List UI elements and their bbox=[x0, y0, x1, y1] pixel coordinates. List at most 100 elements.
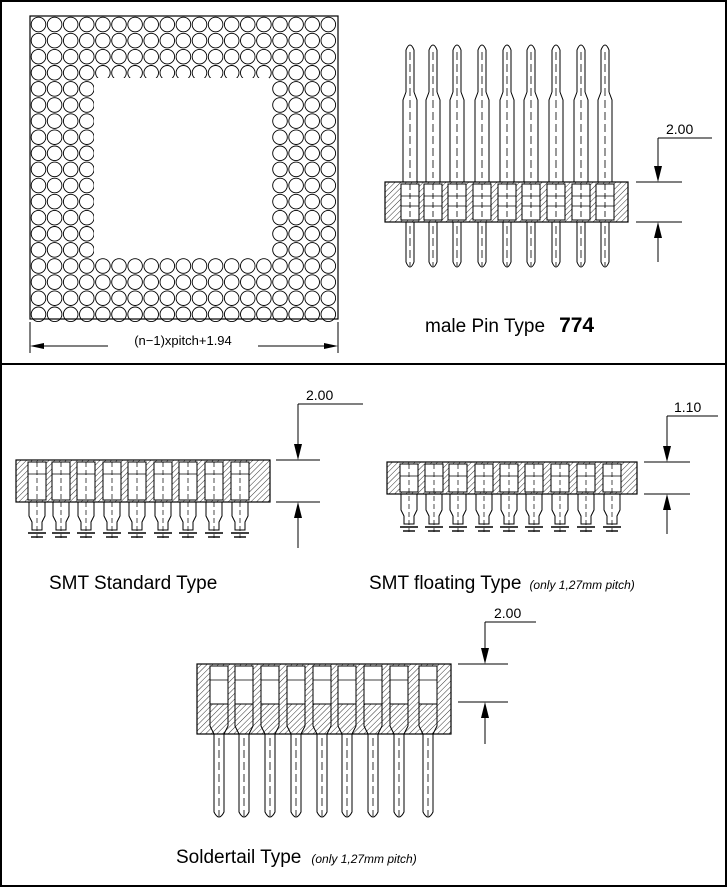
grid-hole bbox=[30, 306, 47, 323]
grid-hole bbox=[191, 32, 208, 49]
smt-floating-caption-text: SMT floating Type bbox=[369, 573, 521, 594]
soldertail-cell bbox=[418, 665, 438, 705]
grid-hole bbox=[320, 209, 337, 226]
grid-hole bbox=[159, 16, 176, 33]
grid-hole bbox=[272, 177, 288, 194]
soldertail-cell-taper bbox=[363, 704, 383, 735]
grid-hole bbox=[320, 290, 337, 306]
male-pin-tip bbox=[551, 44, 561, 92]
soldertail-pin bbox=[393, 734, 405, 818]
male-pins bbox=[402, 44, 613, 268]
male-pin-shaft bbox=[499, 91, 515, 182]
grid-hole bbox=[272, 81, 288, 97]
grid-hole bbox=[288, 32, 304, 49]
male-pin-tip bbox=[576, 44, 586, 92]
grid-hole bbox=[30, 290, 47, 306]
grid-hole bbox=[288, 226, 304, 242]
soldertail-cell bbox=[286, 665, 306, 705]
grid-hole bbox=[95, 65, 111, 81]
grid-hole bbox=[175, 290, 192, 306]
male-pin-shaft bbox=[548, 91, 564, 182]
grid-hole bbox=[272, 209, 288, 226]
grid-hole bbox=[240, 274, 256, 290]
grid-hole bbox=[46, 306, 63, 323]
grid-hole bbox=[62, 226, 79, 242]
grid-hole bbox=[256, 48, 272, 65]
grid-hole bbox=[143, 48, 159, 65]
smt-floating-drawing bbox=[386, 461, 638, 532]
grid-width-label: (n−1)xpitch+1.94 bbox=[134, 333, 232, 348]
male-pin-sockets bbox=[400, 183, 615, 221]
soldertail-cell bbox=[337, 665, 357, 705]
smt-standard-pins bbox=[27, 461, 250, 538]
grid-hole bbox=[272, 306, 288, 323]
smt-standard-caption: SMT Standard Type bbox=[49, 573, 217, 594]
grid-hole bbox=[304, 48, 320, 65]
grid-hole bbox=[79, 129, 95, 145]
grid-hole bbox=[62, 65, 79, 81]
grid-hole bbox=[320, 129, 337, 145]
grid-hole bbox=[46, 32, 63, 49]
grid-hole bbox=[288, 242, 304, 258]
grid-hole bbox=[30, 97, 47, 113]
grid-hole bbox=[127, 290, 143, 306]
grid-hole bbox=[143, 16, 159, 33]
soldertail-pin bbox=[316, 734, 328, 818]
grid-hole bbox=[79, 274, 95, 290]
grid-hole bbox=[46, 274, 63, 290]
grid-hole bbox=[207, 16, 224, 33]
grid-hole bbox=[46, 242, 63, 258]
grid-hole bbox=[272, 242, 288, 258]
grid-hole bbox=[304, 113, 320, 129]
grid-hole bbox=[127, 274, 143, 290]
grid-hole bbox=[79, 258, 95, 274]
grid-hole bbox=[62, 193, 79, 210]
grid-hole bbox=[191, 274, 208, 290]
smt-standard-drawing bbox=[15, 459, 271, 538]
grid-hole bbox=[46, 113, 63, 129]
soldertail-caption: Soldertail Type(only 1,27mm pitch) bbox=[176, 847, 417, 868]
grid-hole bbox=[191, 65, 208, 81]
male-pin-shaft bbox=[523, 91, 539, 182]
grid-hole bbox=[304, 81, 320, 97]
grid-hole bbox=[272, 48, 288, 65]
grid-hole bbox=[46, 290, 63, 306]
grid-hole bbox=[304, 226, 320, 242]
grid-hole bbox=[288, 274, 304, 290]
pin-grid-array bbox=[29, 15, 339, 323]
grid-hole bbox=[288, 65, 304, 81]
soldertail-caption-text: Soldertail Type bbox=[176, 847, 301, 868]
grid-hole bbox=[207, 48, 224, 65]
grid-hole bbox=[79, 242, 95, 258]
smt-standard-dimension-value: 2.00 bbox=[306, 387, 333, 403]
male-pin-lower bbox=[526, 222, 536, 268]
grid-hole bbox=[207, 274, 224, 290]
grid-hole bbox=[62, 258, 79, 274]
grid-pin-holes bbox=[30, 16, 337, 323]
grid-hole bbox=[223, 48, 240, 65]
male-pin-dimension-value: 2.00 bbox=[666, 121, 693, 137]
grid-hole bbox=[207, 290, 224, 306]
grid-hole bbox=[79, 145, 95, 162]
grid-hole bbox=[30, 193, 47, 210]
grid-hole bbox=[304, 242, 320, 258]
grid-hole bbox=[320, 48, 337, 65]
soldertail-cell bbox=[363, 665, 383, 705]
grid-hole bbox=[304, 177, 320, 194]
grid-hole bbox=[272, 290, 288, 306]
male-pin-lower bbox=[428, 222, 438, 268]
grid-hole bbox=[30, 48, 47, 65]
grid-hole bbox=[288, 209, 304, 226]
grid-hole bbox=[175, 16, 192, 33]
male-pin-lower bbox=[502, 222, 512, 268]
male-pin-tip bbox=[452, 44, 462, 92]
soldertail-pin bbox=[238, 734, 250, 818]
grid-hole bbox=[30, 129, 47, 145]
soldertail-cell bbox=[260, 665, 280, 705]
grid-hole bbox=[79, 113, 95, 129]
grid-hole bbox=[191, 258, 208, 274]
grid-hole bbox=[111, 32, 127, 49]
male-pin-tip bbox=[477, 44, 487, 92]
